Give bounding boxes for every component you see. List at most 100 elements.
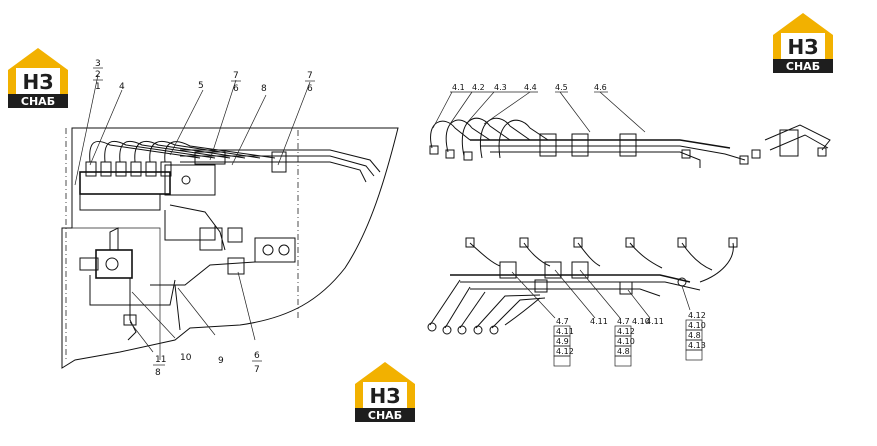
- nut-4: [681, 149, 691, 159]
- fitting-block-upper: [227, 227, 243, 243]
- governor-bolt: [181, 175, 191, 185]
- callout-6c: 6: [254, 351, 260, 361]
- callout-4-4: 4.4: [524, 83, 537, 92]
- svg-text:4.8: 4.8: [688, 331, 701, 340]
- filter-housing: [254, 237, 296, 263]
- svg-text:4.7: 4.7: [556, 317, 569, 326]
- logo-brand-text: СНАБ: [368, 409, 402, 422]
- svg-text:4.10: 4.10: [617, 337, 635, 346]
- rb-tee: [677, 277, 687, 287]
- fitting-block: [227, 257, 245, 275]
- pipe-clamp: [271, 151, 287, 173]
- callout-4-2: 4.2: [472, 83, 485, 92]
- logo-brand-text: СНАБ: [21, 95, 55, 108]
- detail-fitting: [751, 124, 831, 159]
- governor-housing: [164, 164, 216, 196]
- bracket-outline: [72, 227, 161, 360]
- rb-clamp-1: [499, 261, 517, 279]
- callout-stack-b: 4.7 4.12 4.10 4.8: [614, 317, 635, 367]
- injector-pipes-left: [89, 141, 276, 163]
- svg-text:4.12: 4.12: [617, 327, 635, 336]
- callout-6b: 6: [307, 84, 313, 94]
- leader-lines-bottom-right: [511, 269, 691, 319]
- rb-clamp-3: [571, 261, 589, 279]
- callout-7: 7: [233, 71, 239, 81]
- leader-lines-left: [74, 74, 311, 353]
- callout-4-11b: 4.11: [646, 317, 664, 326]
- logo-mark-text: НЗ: [23, 70, 54, 94]
- svg-text:4.11: 4.11: [556, 327, 574, 336]
- callout-11: 11: [155, 355, 166, 365]
- brand-logo-bottom-center: НЗ СНАБ: [355, 362, 415, 422]
- support-arm: [150, 261, 256, 286]
- clamp-2: [571, 133, 589, 157]
- callout-4: 4: [119, 82, 125, 92]
- callouts-top-right: 4.1 4.2 4.3 4.4 4.5 4.6: [452, 83, 607, 92]
- callout-4-6: 4.6: [594, 83, 607, 92]
- callout-3: 3: [95, 59, 101, 69]
- drain-valve: [123, 314, 137, 326]
- left-assembly-drawing: [61, 74, 399, 369]
- main-rail-a: [450, 274, 691, 283]
- actuator: [199, 227, 223, 251]
- callout-8: 8: [261, 84, 267, 94]
- engine-block-outline: [61, 127, 399, 369]
- brand-logo-top-right: НЗ СНАБ: [773, 13, 833, 73]
- drain-pipe: [127, 278, 137, 341]
- callout-10: 10: [180, 353, 192, 363]
- clamp-3: [619, 133, 637, 157]
- svg-text:4.9: 4.9: [556, 337, 569, 346]
- nut-1: [429, 145, 439, 155]
- feed-pump-body: [95, 249, 133, 279]
- callouts-bottom-right: 4.11 4.10 4.11 4.7 4.11 4.9 4.12 4.7 4.1…: [553, 311, 706, 367]
- callout-7c: 7: [254, 365, 260, 375]
- nut-2: [445, 149, 455, 159]
- feed-pump-inlet: [79, 257, 99, 271]
- callout-4-3: 4.3: [494, 83, 507, 92]
- svg-text:4.7: 4.7: [617, 317, 630, 326]
- rb-clamp-5: [619, 281, 633, 295]
- svg-text:4.8: 4.8: [617, 347, 630, 356]
- filter-cap-b: [278, 244, 290, 256]
- main-rail-c: [470, 288, 661, 297]
- clamp-1: [539, 133, 557, 157]
- brand-logo-top-left: НЗ СНАБ: [8, 48, 68, 108]
- callout-5: 5: [198, 81, 204, 91]
- right-bottom-pipe-set: [427, 237, 738, 335]
- main-rail-b: [460, 281, 701, 291]
- callout-4-5: 4.5: [555, 83, 568, 92]
- callout-2: 2: [95, 70, 101, 80]
- rail-pipe-c: [490, 151, 701, 168]
- callout-4-11a: 4.11: [590, 317, 608, 326]
- svg-text:4.10: 4.10: [688, 321, 706, 330]
- injection-pump-base: [79, 193, 161, 211]
- svg-text:4.12: 4.12: [556, 347, 574, 356]
- rail-pipe-b: [480, 145, 746, 161]
- clamp-block: [194, 151, 226, 165]
- svg-text:4.13: 4.13: [688, 341, 706, 350]
- logo-mark-text: НЗ: [370, 384, 401, 408]
- callout-stack-c: 4.12 4.10 4.8 4.13: [685, 311, 706, 361]
- right-top-pipe-bundle: [429, 91, 831, 168]
- support-leg: [174, 284, 181, 331]
- callout-4-1: 4.1: [452, 83, 465, 92]
- rail-pipe-a: [470, 139, 731, 149]
- rb-clamp-4: [534, 279, 548, 293]
- callouts-left: 3 2 1 4 5 7 6 8 7 6 10 9 6 7 11 8: [93, 59, 315, 378]
- callout-1: 1: [95, 82, 101, 92]
- callout-8b: 8: [155, 368, 161, 378]
- feed-pump-cover: [105, 257, 119, 271]
- pump-elements: [85, 161, 172, 177]
- fuel-return-pipe: [89, 275, 176, 306]
- nut-5: [739, 155, 749, 165]
- callout-7b: 7: [307, 71, 313, 81]
- rb-clamp-2: [544, 261, 562, 279]
- callout-6: 6: [233, 84, 239, 94]
- upper-injector-fittings: [465, 237, 738, 283]
- nut-3: [463, 151, 473, 161]
- callout-stack-a: 4.7 4.11 4.9 4.12: [553, 317, 574, 367]
- mount-bracket: [164, 210, 216, 241]
- svg-text:4.12: 4.12: [688, 311, 706, 320]
- logo-brand-text: СНАБ: [786, 60, 820, 73]
